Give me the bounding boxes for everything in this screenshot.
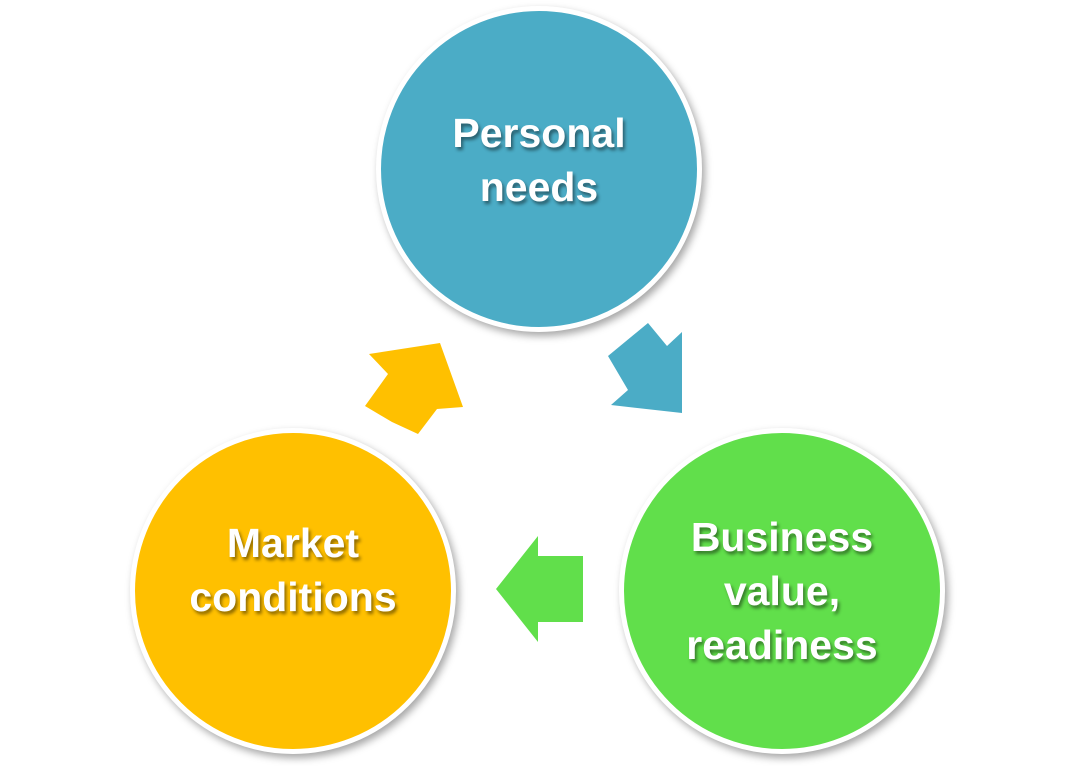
node-personal-needs-label: Personal needs	[452, 110, 626, 210]
arrow-business-to-market-shape	[496, 536, 583, 642]
arrow-market-to-personal-icon	[365, 343, 463, 434]
node-market-conditions-label: Market conditions	[189, 520, 397, 620]
arrow-market-to-personal-shape	[365, 343, 463, 434]
node-personal-needs: Personal needs	[376, 6, 702, 332]
node-business-value-readiness: Business value, readiness	[619, 428, 945, 754]
node-market-conditions: Market conditions	[130, 428, 456, 754]
arrow-business-to-market-icon	[496, 536, 583, 642]
node-business-value-readiness-label: Business value, readiness	[686, 514, 878, 668]
arrow-personal-to-business-icon	[608, 323, 682, 413]
arrow-personal-to-business-shape	[608, 323, 682, 413]
